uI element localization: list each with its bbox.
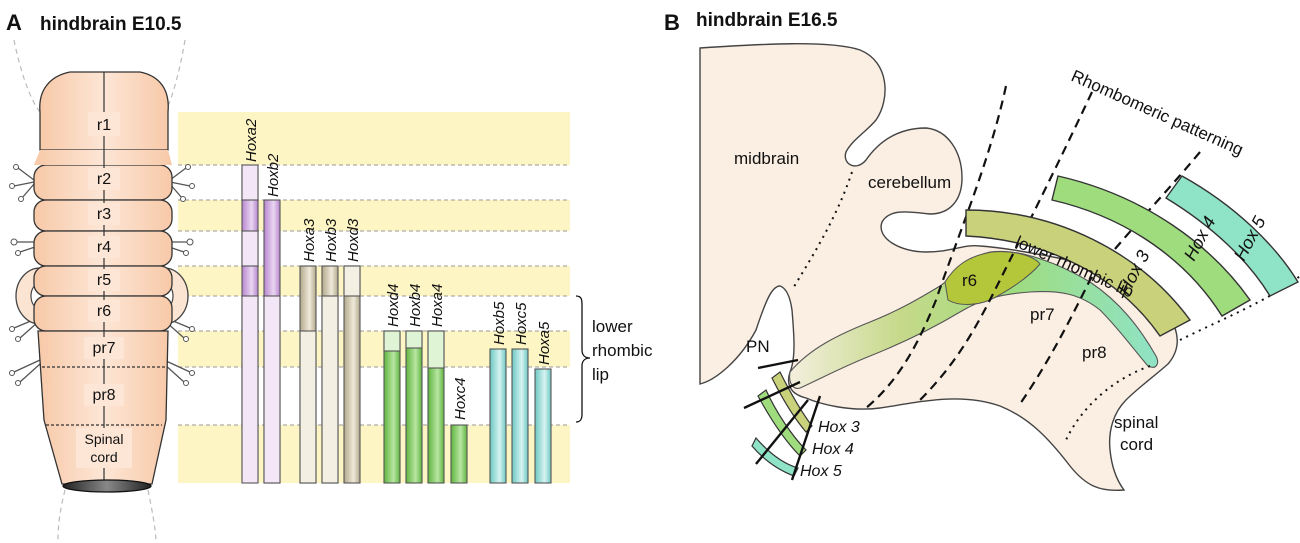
bar-hoxa4 xyxy=(427,330,445,484)
label-hoxb5: Hoxb5 xyxy=(491,301,508,345)
label-pn: PN xyxy=(746,337,770,356)
panel-b: B hindbrain E16.5 Hox 3 Hox 4 Hox 5 xyxy=(664,10,1300,492)
lower-rhombic-lip-bracket xyxy=(575,295,591,423)
bar-hoxb3 xyxy=(321,265,339,484)
segment-r6: r6 xyxy=(97,303,111,320)
segment-r2: r2 xyxy=(97,171,111,188)
label-rhombomeric-patterning: Rhombomeric patterning xyxy=(1068,66,1246,159)
hox-bars xyxy=(241,164,552,484)
label-pr7: pr7 xyxy=(1030,305,1055,324)
segment-spinal: Spinal xyxy=(85,431,124,447)
segment-cord: cord xyxy=(90,449,117,465)
label-hoxb4: Hoxb4 xyxy=(407,284,424,327)
label-cord: cord xyxy=(1120,435,1153,454)
pn-label-hox3: Hox 3 xyxy=(818,419,860,436)
hox-arcs xyxy=(965,175,1299,337)
embryo-outline xyxy=(13,39,186,541)
segment-r1: r1 xyxy=(97,117,111,134)
label-hoxd3: Hoxd3 xyxy=(345,218,362,262)
pn-label-hox4: Hox 4 xyxy=(812,441,854,458)
arc-hox3 xyxy=(965,209,1192,337)
nerve-terminals xyxy=(9,164,195,386)
gene-labels: Hoxa2 Hoxb2 Hoxa3 Hoxb3 Hoxd3 Hoxd4 Hoxb… xyxy=(243,118,553,420)
arc-hox5 xyxy=(1164,175,1299,297)
bar-hoxd3 xyxy=(343,265,361,484)
bracket-label-line3: lip xyxy=(592,365,609,384)
label-r6: r6 xyxy=(962,271,977,290)
label-hoxb2: Hoxb2 xyxy=(265,153,282,197)
bar-hoxc4 xyxy=(450,424,468,484)
pn-hox-arcs xyxy=(751,371,813,477)
label-hoxb3: Hoxb3 xyxy=(323,218,340,262)
label-hoxc5: Hoxc5 xyxy=(513,302,530,345)
label-midbrain: midbrain xyxy=(734,149,799,168)
label-spinal: spinal xyxy=(1114,413,1158,432)
bar-hoxb5 xyxy=(489,348,507,484)
r6-region xyxy=(944,251,1041,305)
label-hoxc4: Hoxc4 xyxy=(452,377,469,420)
bar-hoxb2 xyxy=(263,199,281,484)
bar-hoxa5 xyxy=(534,368,552,484)
bar-hoxc5 xyxy=(511,348,529,484)
dotted-boundaries xyxy=(791,171,1300,441)
label-cerebellum: cerebellum xyxy=(868,173,951,192)
label-hoxa3: Hoxa3 xyxy=(301,218,318,262)
label-hoxa4: Hoxa4 xyxy=(429,284,446,327)
panel-b-title: hindbrain E16.5 xyxy=(696,10,838,31)
panel-a-title: hindbrain E10.5 xyxy=(40,14,182,35)
segment-labels: r1 r2 r3 r4 r5 r6 pr7 pr8 Spinal cord xyxy=(76,112,132,468)
label-pr8: pr8 xyxy=(1082,343,1107,362)
segment-r5: r5 xyxy=(97,272,111,289)
pn-label-hox5: Hox 5 xyxy=(800,463,842,480)
segment-r4: r4 xyxy=(97,239,111,256)
label-hoxa2: Hoxa2 xyxy=(243,118,260,162)
label-hoxd4: Hoxd4 xyxy=(385,284,402,327)
bar-hoxd4 xyxy=(383,330,401,484)
expression-bands xyxy=(178,112,570,483)
bracket-label-line1: lower xyxy=(592,317,633,336)
pn-lines xyxy=(743,358,822,481)
panel-a-letter: A xyxy=(6,10,22,35)
bar-hoxa2 xyxy=(241,164,259,484)
panel-b-letter: B xyxy=(664,10,680,35)
bar-hoxb4 xyxy=(405,330,423,484)
segment-r3: r3 xyxy=(97,206,111,223)
label-hoxa5: Hoxa5 xyxy=(536,321,553,365)
rhombomere-boundaries xyxy=(865,85,1201,409)
panel-a: A hindbrain E10.5 xyxy=(6,10,653,541)
bar-hoxa3 xyxy=(299,265,317,484)
segment-pr7: pr7 xyxy=(92,340,115,357)
segment-pr8: pr8 xyxy=(92,387,115,404)
bracket-label-line2: rhombic xyxy=(592,341,653,360)
arc-hox4 xyxy=(1051,175,1252,317)
